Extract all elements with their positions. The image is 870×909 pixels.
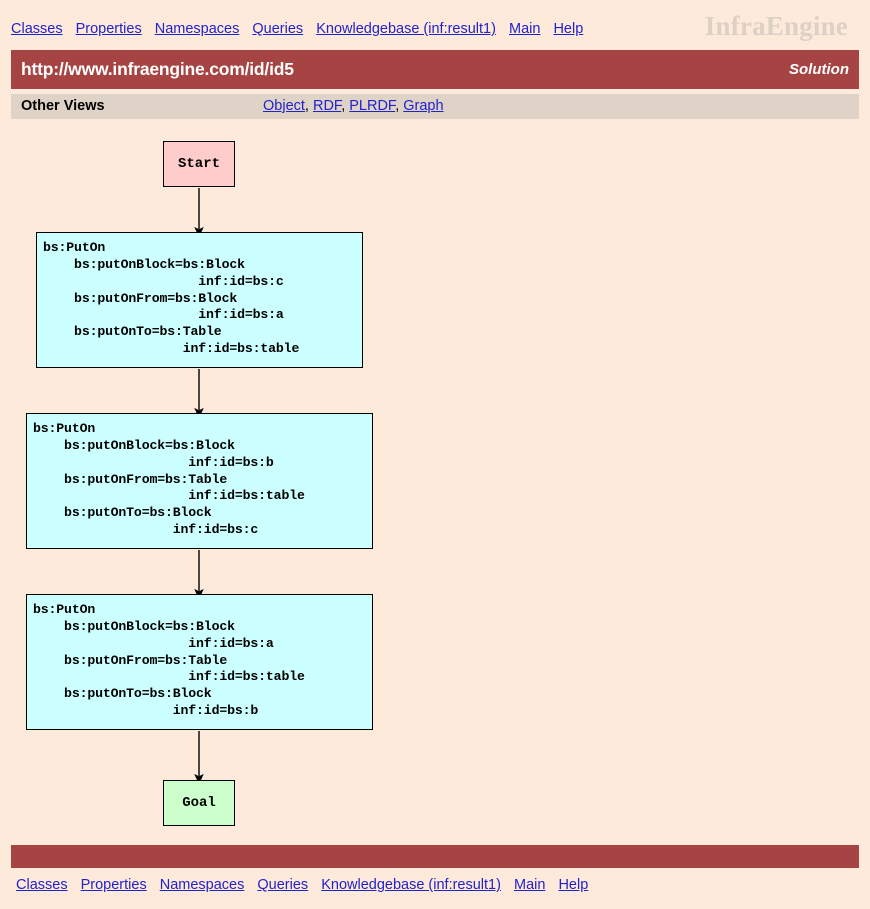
other-views-label: Other Views bbox=[21, 98, 105, 114]
solution-flow-graph: Start bs:PutOn bs:putOnBlock=bs:Block in… bbox=[0, 119, 870, 834]
node-step-3-text: bs:PutOn bs:putOnBlock=bs:Block inf:id=b… bbox=[33, 602, 305, 719]
node-step-1[interactable]: bs:PutOn bs:putOnBlock=bs:Block inf:id=b… bbox=[36, 232, 363, 368]
node-step-3[interactable]: bs:PutOn bs:putOnBlock=bs:Block inf:id=b… bbox=[26, 594, 373, 730]
nav-link-help[interactable]: Help bbox=[553, 21, 584, 37]
node-start[interactable]: Start bbox=[163, 141, 235, 187]
separator-1: , bbox=[304, 98, 313, 114]
other-views-links: Object, RDF, PLRDF, Graph bbox=[263, 98, 444, 114]
separator-3: , bbox=[395, 98, 404, 114]
node-step-1-text: bs:PutOn bs:putOnBlock=bs:Block inf:id=b… bbox=[43, 240, 300, 357]
separator-2: , bbox=[341, 98, 350, 114]
nav-link-queries[interactable]: Queries bbox=[252, 21, 304, 37]
footer-link-classes[interactable]: Classes bbox=[16, 877, 68, 893]
other-views-bar: Other Views Object, RDF, PLRDF, Graph bbox=[11, 94, 859, 119]
view-link-object[interactable]: Object bbox=[263, 98, 305, 114]
nav-link-knowledgebase[interactable]: Knowledgebase (inf:result1) bbox=[316, 21, 496, 37]
brand-logo: InfraEngine bbox=[704, 11, 848, 41]
top-navigation: Classes Properties Namespaces Queries Kn… bbox=[11, 21, 583, 41]
footer-link-knowledgebase[interactable]: Knowledgebase (inf:result1) bbox=[321, 877, 501, 893]
node-goal[interactable]: Goal bbox=[163, 780, 235, 826]
node-step-2-text: bs:PutOn bs:putOnBlock=bs:Block inf:id=b… bbox=[33, 421, 305, 538]
view-type-label: Solution bbox=[789, 61, 849, 78]
node-step-2[interactable]: bs:PutOn bs:putOnBlock=bs:Block inf:id=b… bbox=[26, 413, 373, 549]
footer-link-main[interactable]: Main bbox=[513, 877, 546, 893]
view-link-rdf[interactable]: RDF bbox=[312, 98, 342, 114]
url-bar: http://www.infraengine.com/id/id5 Soluti… bbox=[11, 50, 859, 89]
nav-link-namespaces[interactable]: Namespaces bbox=[154, 21, 240, 37]
footer-link-properties[interactable]: Properties bbox=[80, 877, 147, 893]
footer-link-help[interactable]: Help bbox=[558, 877, 589, 893]
footer-navigation: Classes Properties Namespaces Queries Kn… bbox=[16, 877, 588, 897]
footer-link-queries[interactable]: Queries bbox=[257, 877, 309, 893]
nav-link-main[interactable]: Main bbox=[508, 21, 541, 37]
nav-link-properties[interactable]: Properties bbox=[75, 21, 142, 37]
view-link-plrdf[interactable]: PLRDF bbox=[349, 98, 396, 114]
footer-bar bbox=[11, 845, 859, 868]
view-link-graph[interactable]: Graph bbox=[403, 98, 444, 114]
footer-link-namespaces[interactable]: Namespaces bbox=[159, 877, 245, 893]
page-title: http://www.infraengine.com/id/id5 bbox=[21, 59, 294, 79]
nav-link-classes[interactable]: Classes bbox=[11, 21, 63, 37]
